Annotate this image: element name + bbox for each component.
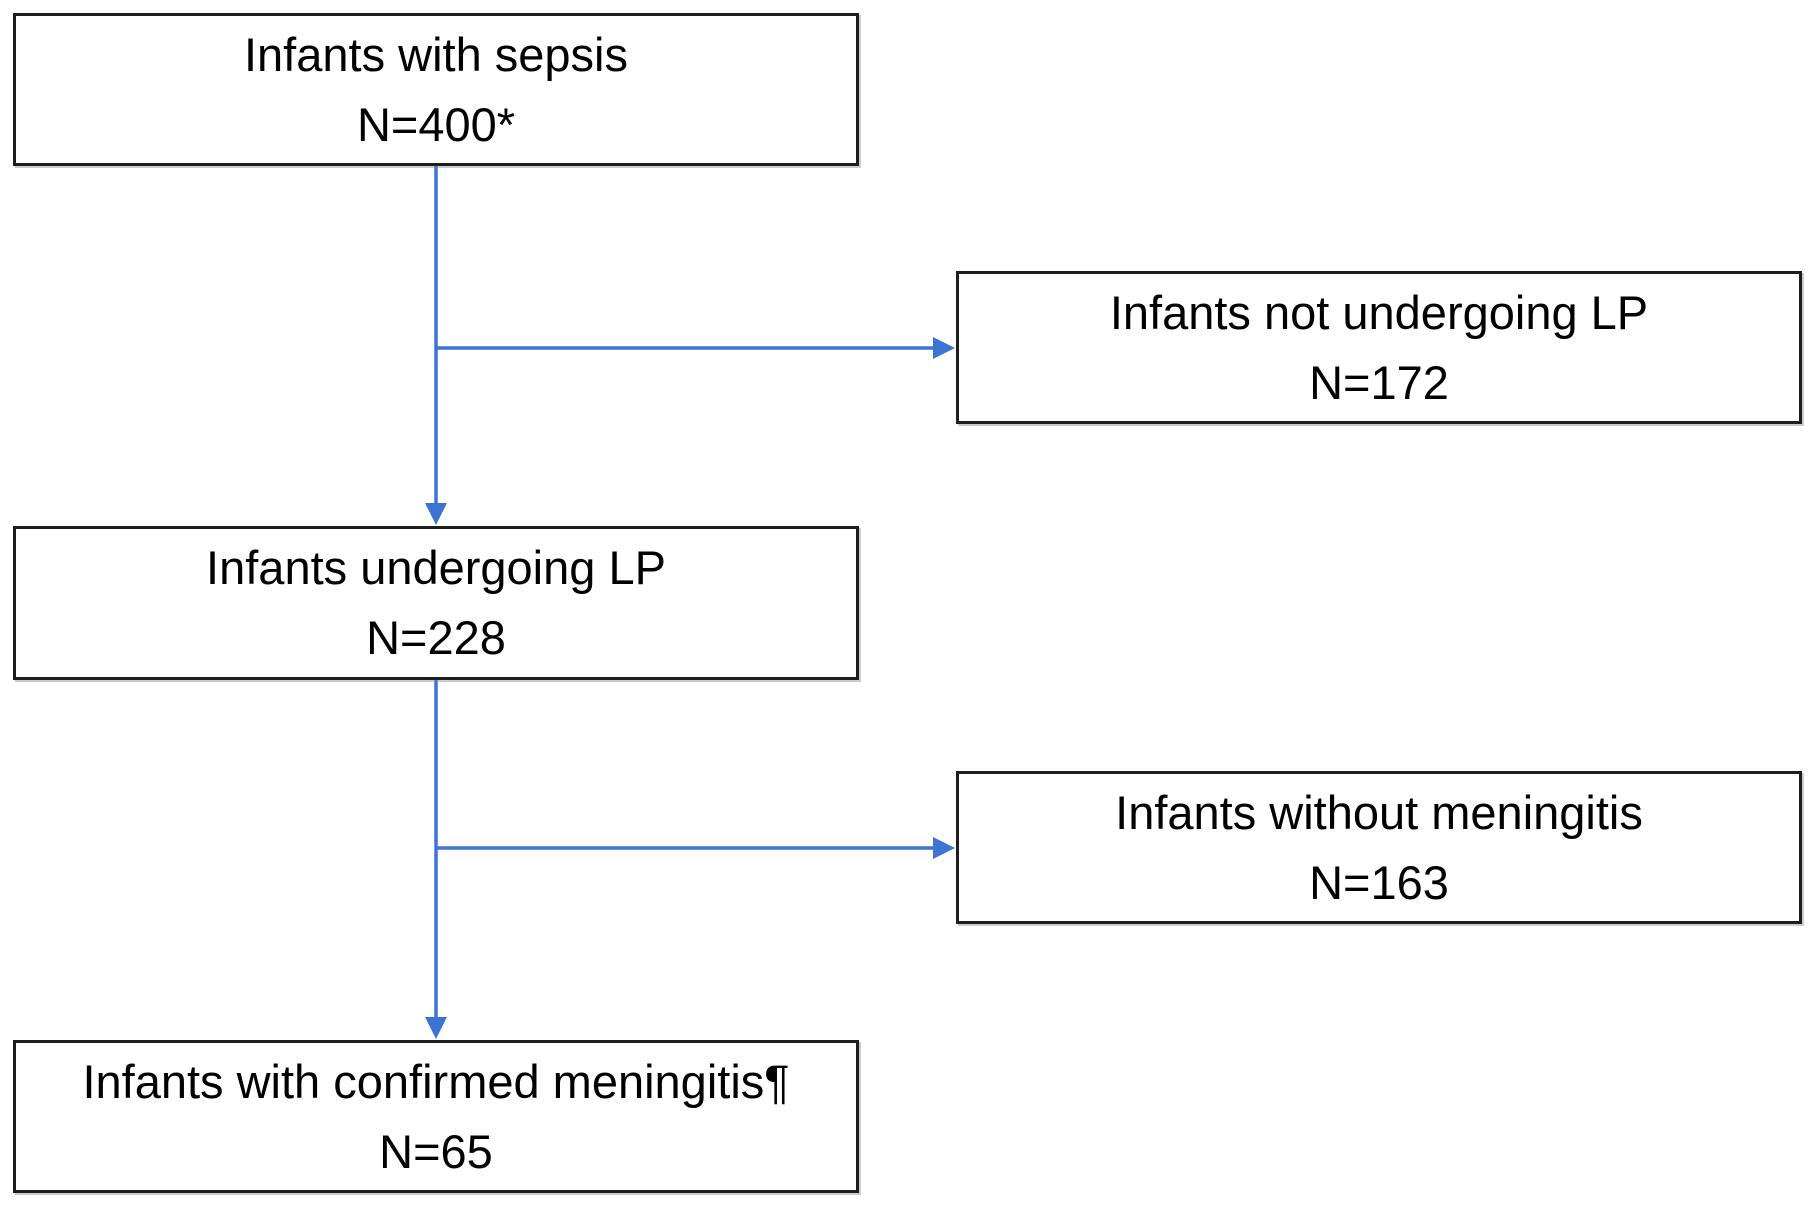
node-label: Infants without meningitis	[1115, 785, 1643, 839]
node-count: N=228	[366, 611, 506, 664]
node-infants-without-meningitis: Infants without meningitis N=163	[956, 771, 1802, 924]
node-label: Infants with sepsis	[243, 27, 628, 81]
node-infants-with-confirmed-meningitis: Infants with confirmed meningitis¶ N=65	[13, 1040, 859, 1193]
arrow-lp-to-meningitis	[425, 680, 447, 1039]
arrowhead-icon	[933, 337, 955, 359]
arrowhead-icon	[425, 1017, 447, 1039]
node-infants-undergoing-lp: Infants undergoing LP N=228	[13, 526, 859, 680]
node-label: Infants not undergoing LP	[1109, 285, 1649, 339]
node-count: N=172	[1309, 355, 1449, 409]
node-label: Infants with confirmed meningitis¶	[82, 1054, 790, 1108]
node-count: N=163	[1309, 855, 1449, 909]
node-count: N=65	[379, 1124, 493, 1178]
node-label: Infants undergoing LP	[206, 541, 666, 594]
arrowhead-icon	[425, 503, 447, 525]
arrowhead-icon	[933, 837, 955, 859]
arrow-lp-to-no-meningitis	[436, 837, 955, 859]
node-infants-with-sepsis: Infants with sepsis N=400*	[13, 13, 859, 166]
arrow-sepsis-to-not-lp	[436, 337, 955, 359]
node-infants-not-undergoing-lp: Infants not undergoing LP N=172	[956, 271, 1802, 424]
node-count: N=400*	[356, 97, 516, 151]
arrow-sepsis-to-lp	[425, 166, 447, 525]
